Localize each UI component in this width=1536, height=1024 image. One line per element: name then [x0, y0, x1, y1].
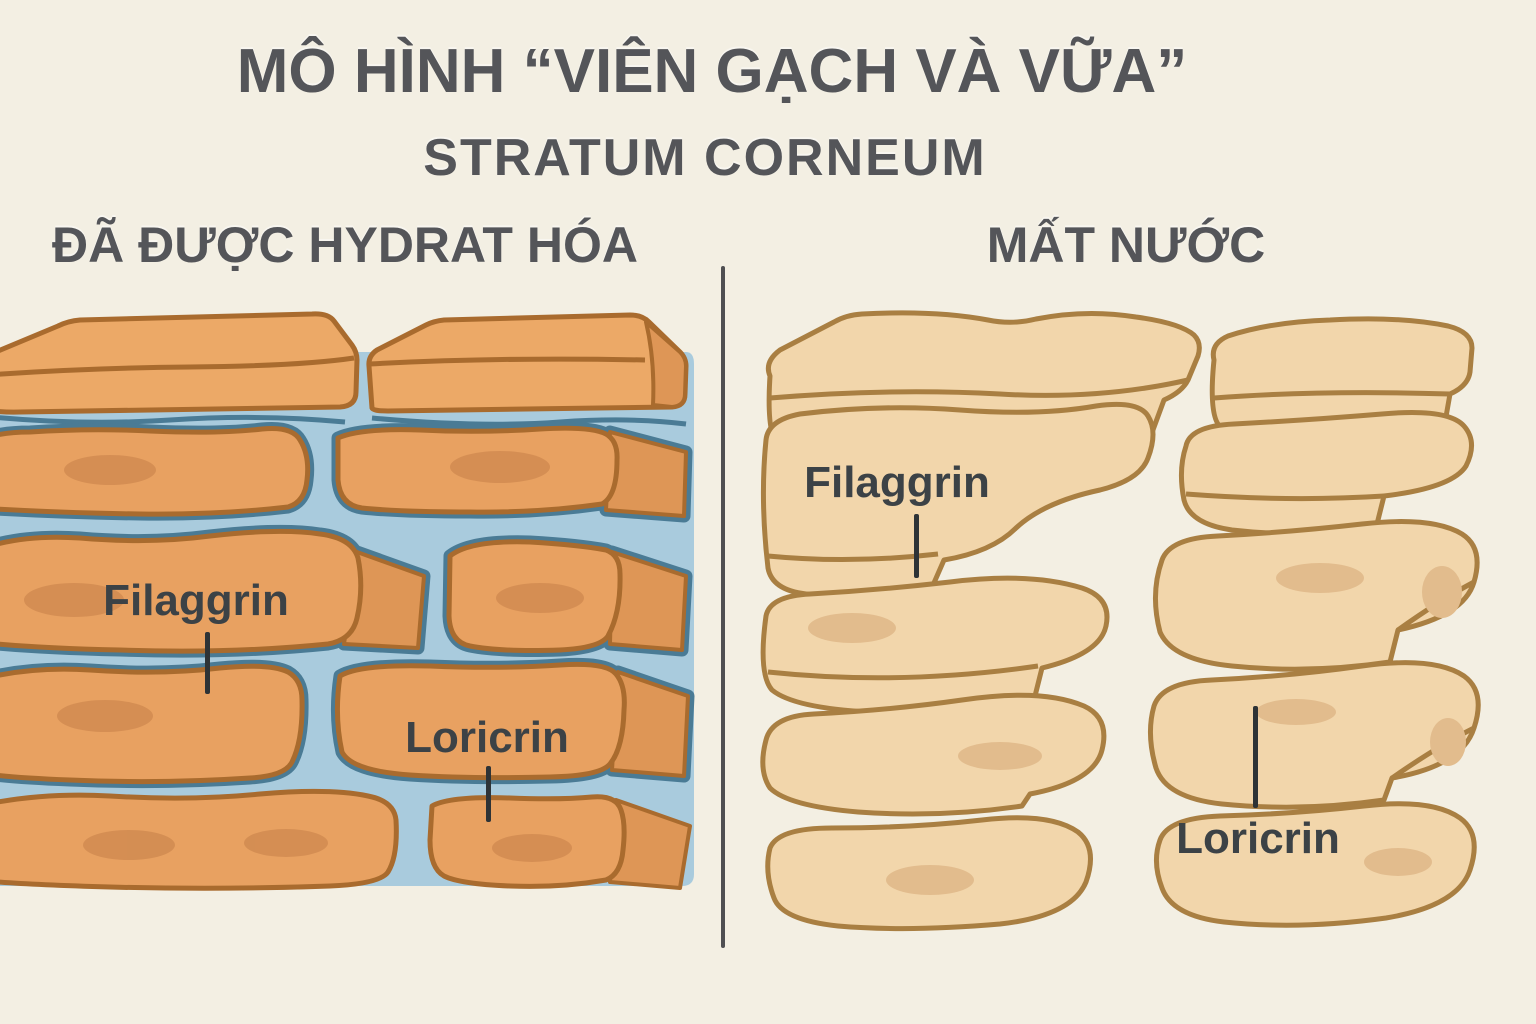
- brick: [0, 311, 360, 415]
- brick-spots: [808, 563, 1466, 895]
- brick: [1178, 410, 1474, 537]
- filaggrin-label-right: Filaggrin: [804, 458, 990, 507]
- brick: [760, 575, 1110, 716]
- brick-spots: [24, 451, 584, 862]
- brick: [1148, 660, 1481, 810]
- loricrin-pointer-line-left: [486, 766, 491, 822]
- brick-depth-face: [644, 320, 688, 409]
- brick: [334, 661, 627, 781]
- right-panel-heading: MẤT NƯỚC: [986, 217, 1266, 273]
- filaggrin-label-left: Filaggrin: [103, 576, 289, 625]
- brick: [0, 663, 305, 785]
- brick-face-line: [1213, 390, 1451, 401]
- brick: [760, 692, 1107, 817]
- filaggrin-pointer-line-left: [205, 632, 210, 694]
- brick-face-line: [1185, 491, 1385, 502]
- brick: [0, 528, 364, 654]
- loricrin-label-left: Loricrin: [405, 713, 569, 762]
- water-edge-line: [0, 414, 346, 425]
- brick: [0, 788, 399, 891]
- loricrin-pointer-line-right: [1253, 706, 1258, 808]
- brick-face-line: [368, 356, 646, 367]
- brick-face-line: [769, 377, 1189, 401]
- brick: [1154, 801, 1477, 928]
- dehydrated-brick-wall: [760, 310, 1481, 932]
- brick-face-line: [767, 663, 1039, 681]
- panel-divider: [721, 266, 725, 948]
- brick-face-line: [0, 355, 355, 377]
- page-title: MÔ HÌNH “VIÊN GẠCH VÀ VỮA”: [236, 37, 1188, 106]
- page-subtitle: STRATUM CORNEUM: [423, 129, 987, 187]
- hydrated-brick-wall: [0, 311, 695, 891]
- loricrin-label-right: Loricrin: [1176, 814, 1340, 863]
- filaggrin-pointer-line-right: [914, 514, 919, 578]
- left-panel-heading: ĐÃ ĐƯỢC HYDRAT HÓA: [52, 217, 638, 273]
